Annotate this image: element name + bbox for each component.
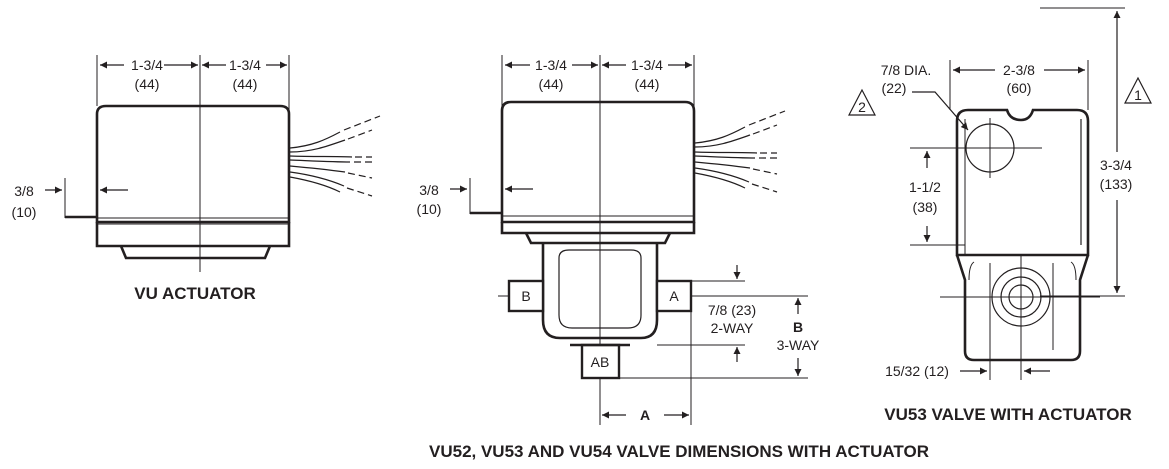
port-b [507,279,545,313]
dia-label-mm: (22) [882,80,907,96]
right-height-dim: 3-3/4 [1100,157,1132,173]
main-caption: VU52, VU53 AND VU54 VALVE DIMENSIONS WIT… [429,442,929,461]
note-1-triangle: 1 [1124,76,1152,104]
right-v-dim-mm: (38) [913,199,938,215]
mid-wire-leads [694,110,786,193]
port-a-label: A [669,288,679,304]
note-2-triangle: 2 [848,88,876,116]
left-width-dim-2-mm: (44) [233,76,258,92]
dim-2way-value: 7/8 (23) [708,302,756,318]
left-caption: VU ACTUATOR [134,284,256,303]
mid-width-dim-1: 1-3/4 [535,57,567,73]
right-bottom-dim: 15/32 (12) [885,363,949,379]
valve-actuator-view: 1-3/4 (44) 1-3/4 (44) [417,55,820,425]
left-width-dim-1-mm: (44) [135,76,160,92]
dim-3way-label: 3-WAY [777,337,820,353]
port-b-label: B [521,288,530,304]
mid-width-dim-2-mm: (44) [635,76,660,92]
dim-b-label: B [793,319,803,335]
port-ab-label: AB [591,354,610,370]
right-width-dim: 2-3/8 [1003,62,1035,78]
vu-actuator-view: 1-3/4 (44) 1-3/4 (44) [12,55,381,303]
dia-label: 7/8 DIA. [881,62,932,78]
left-side-dim-mm: (10) [12,204,37,220]
left-width-dim-2: 1-3/4 [229,57,261,73]
right-caption: VU53 VALVE WITH ACTUATOR [884,405,1131,424]
mid-width-dim-1-mm: (44) [539,76,564,92]
note-2-label: 2 [858,99,866,115]
left-side-dim: 3/8 [14,183,34,199]
note-1-label: 1 [1134,87,1142,103]
vu53-side-view: 2-3/8 (60) 7/8 DIA. (22) 2 1 3-3/4 (133) [848,7,1152,424]
right-width-dim-mm: (60) [1007,80,1032,96]
port-ab [580,343,621,380]
dim-2way-label: 2-WAY [711,320,754,336]
mid-side-dim: 3/8 [419,182,439,198]
left-width-dim-1: 1-3/4 [131,57,163,73]
right-height-dim-mm: (133) [1100,176,1133,192]
mid-width-dim-2: 1-3/4 [631,57,663,73]
left-wire-leads [289,115,381,197]
right-v-dim: 1-1/2 [909,179,941,195]
dim-a-label: A [640,407,650,423]
mid-side-dim-mm: (10) [417,201,442,217]
